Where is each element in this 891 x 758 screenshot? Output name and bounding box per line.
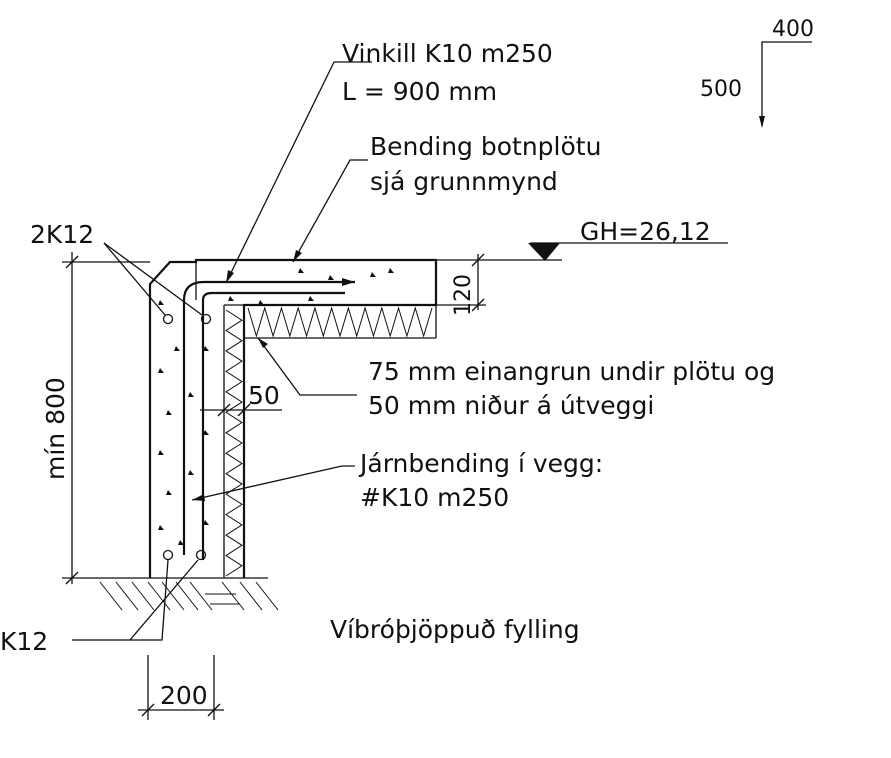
label-level: GH=26,12 [580, 217, 711, 246]
hatch-stroke [255, 581, 279, 611]
slab-insulation [247, 306, 433, 338]
leader-bending [292, 159, 368, 263]
hatch-stroke [239, 581, 263, 611]
top-bar-left [162, 313, 174, 325]
dim-50-tick-b [237, 403, 251, 417]
bar-arrow-end [342, 278, 355, 286]
hatch-stroke [147, 581, 171, 611]
leader-vinkill [225, 61, 372, 284]
label-120: 120 [451, 274, 476, 316]
wall-insulation [225, 309, 243, 577]
label-k12: K12 [0, 627, 48, 656]
label-vinkill-1: Vinkill K10 m250 [342, 39, 553, 68]
bottom-bar-left [162, 549, 174, 561]
label-insulation-1: 75 mm einangrun undir plötu og [368, 357, 775, 386]
leader-2k12-b [103, 242, 203, 316]
label-bending-2: sjá grunnmynd [370, 167, 558, 196]
top-bar-right [200, 313, 212, 325]
label-200: 200 [160, 681, 208, 710]
hatch-stroke [115, 581, 139, 611]
leader-bending-arrow [293, 250, 302, 262]
label-bend-400: 400 [772, 17, 814, 42]
aggregate-mark [158, 300, 164, 305]
dim-120-tick-a [471, 253, 485, 267]
leader-insulation-arrow [258, 338, 268, 348]
aggregate-mark [166, 410, 172, 415]
l-bar-vinkill [182, 280, 355, 555]
bend-shape-arrow [759, 116, 765, 128]
wall-bar [201, 291, 345, 560]
aggregate-mark [203, 430, 209, 435]
label-min-800: mín 800 [41, 377, 70, 480]
dim-800-tick-b [65, 571, 79, 585]
aggregate-mark [158, 368, 164, 373]
leader-k12-b [129, 559, 199, 641]
label-wall-rebar-1: Járnbending í vegg: [358, 449, 603, 478]
concrete-aggregate [158, 268, 394, 545]
leader-wall-rebar [191, 465, 355, 501]
aggregate-mark [370, 272, 376, 277]
insulation-zigzag [247, 306, 433, 338]
aggregate-mark [298, 268, 304, 273]
hatch-stroke [221, 581, 245, 611]
bend-shape-symbol [761, 41, 812, 126]
aggregate-mark [203, 346, 209, 351]
label-vinkill-2: L = 900 mm [342, 77, 497, 106]
leader-k12 [72, 559, 169, 641]
aggregate-mark [178, 540, 184, 545]
leader-2k12-a [103, 242, 166, 316]
ground-hatching [99, 581, 279, 611]
label-wall-rebar-2: #K10 m250 [360, 483, 509, 512]
label-insulation-2: 50 mm niður á útveggi [368, 391, 654, 420]
leader-wall-rebar-arrow [192, 494, 205, 501]
leader-insulation [257, 337, 357, 396]
aggregate-mark [166, 490, 172, 495]
aggregate-mark [158, 450, 164, 455]
aggregate-mark [158, 525, 164, 530]
label-bend-500: 500 [700, 77, 742, 102]
aggregate-mark [188, 470, 194, 475]
aggregate-mark [228, 296, 234, 301]
aggregate-mark [388, 268, 394, 273]
dim-800-tick-a [65, 255, 79, 269]
hatch-stroke [131, 581, 155, 611]
label-2k12: 2K12 [30, 220, 94, 249]
aggregate-mark [203, 520, 209, 525]
dim-200-tick-a [141, 703, 155, 717]
label-fill: Víbróþjöppuð fylling [330, 615, 580, 644]
aggregate-mark [174, 346, 180, 351]
hatch-stroke [189, 581, 213, 611]
aggregate-mark [308, 296, 314, 301]
insulation-zigzag [225, 309, 243, 577]
dim-200-tick-b [207, 703, 221, 717]
bottom-bar-right [195, 549, 207, 561]
label-50: 50 [248, 381, 280, 410]
label-bending-1: Bending botnplötu [370, 132, 601, 161]
hatch-stroke [175, 581, 199, 611]
hatch-stroke [99, 581, 123, 611]
aggregate-mark [258, 300, 264, 305]
aggregate-mark [188, 392, 194, 397]
dim-50-tick-a [217, 403, 231, 417]
leader-vinkill-arrow [226, 270, 234, 283]
aggregate-mark [328, 275, 334, 280]
level-triangle [528, 243, 560, 261]
